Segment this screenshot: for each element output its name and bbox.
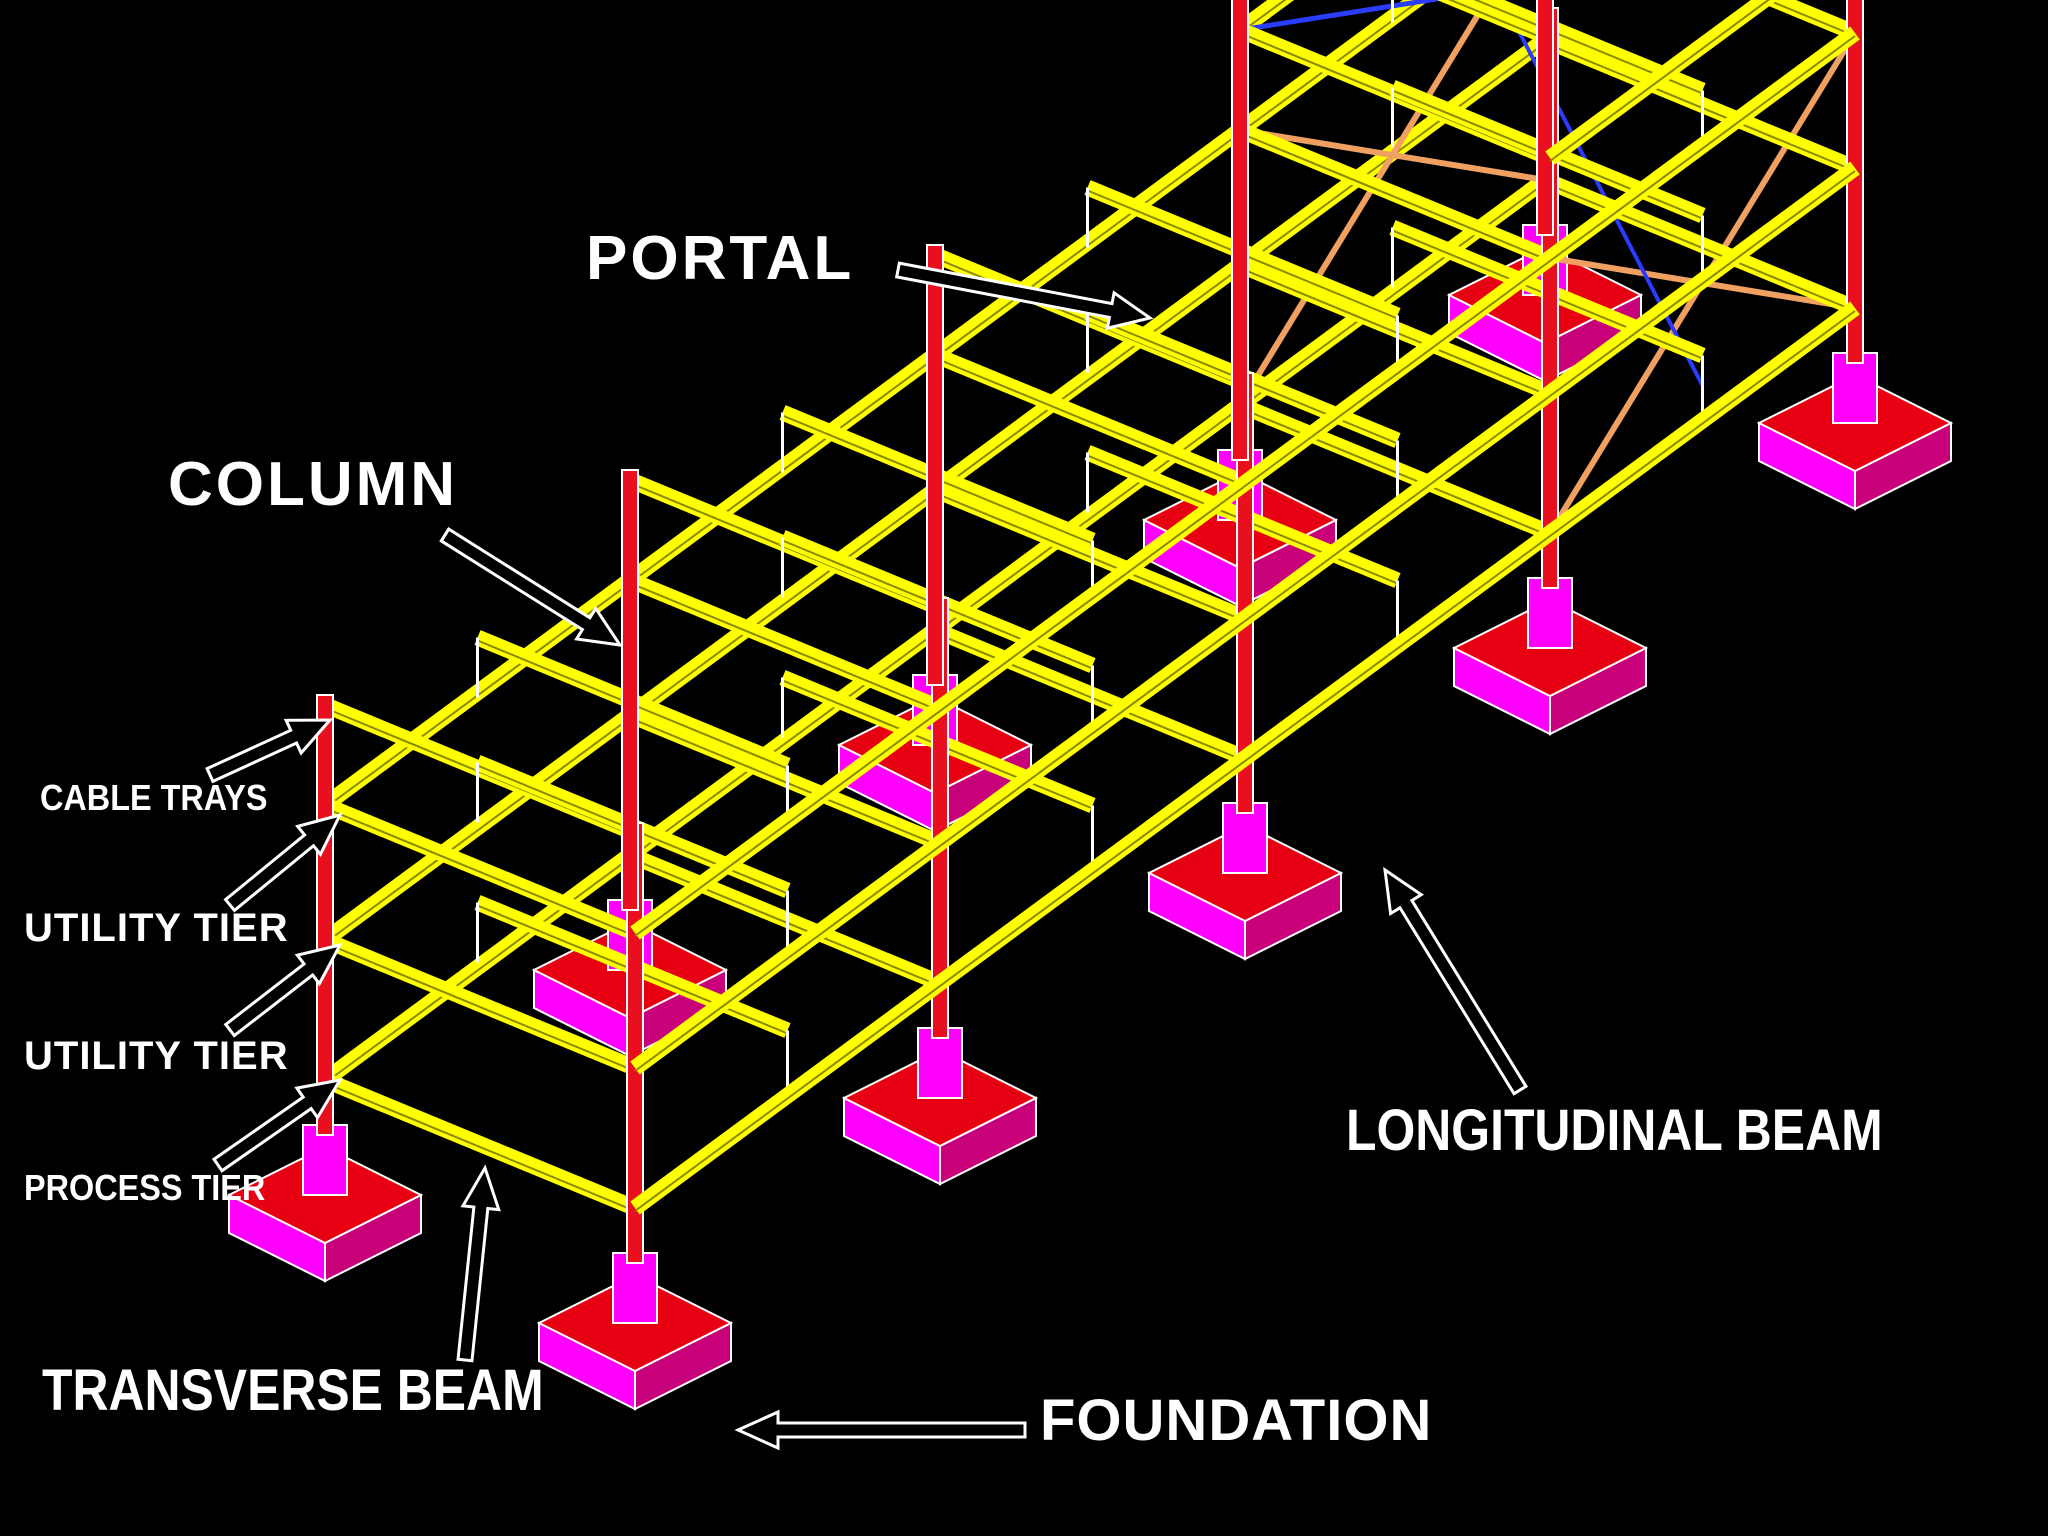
longitudinal-beam-label: LONGITUDINAL BEAM	[1346, 1098, 1883, 1163]
transverse-beam-edge	[1544, 182, 1856, 312]
foundation-pedestal	[917, 1027, 963, 1099]
transverse-beam	[931, 622, 1249, 766]
transverse-beam-edge	[629, 857, 941, 987]
transverse-beam	[1437, 0, 1554, 46]
transverse-beam-edge	[934, 357, 1246, 487]
transverse-beam	[931, 482, 1249, 626]
plan-bracing	[1239, 0, 1447, 33]
transverse-beam	[1236, 257, 1554, 401]
transverse-beam-edge	[1239, 267, 1551, 397]
column	[621, 469, 639, 911]
transverse-beam-edge	[324, 807, 636, 937]
transverse-beam-arrow	[456, 1164, 501, 1363]
transverse-beam	[626, 847, 944, 991]
transverse-beam	[626, 572, 944, 716]
longitudinal-beam-upper	[1545, 0, 1778, 165]
utility-tier-label-upper: UTILITY TIER	[24, 906, 289, 950]
transverse-beam-edge	[1544, 42, 1856, 172]
cable-trays-label: CABLE TRAYS	[40, 777, 268, 818]
transverse-beam-edge	[629, 717, 941, 847]
transverse-beam	[321, 1072, 639, 1216]
utility-tier-label-lower: UTILITY TIER	[24, 1034, 289, 1078]
process-tier-arrow	[211, 1077, 343, 1173]
longitudinal-beam	[630, 161, 1860, 1075]
column	[926, 244, 944, 686]
longitudinal-beam	[630, 26, 1860, 940]
column	[1231, 0, 1249, 461]
transverse-beam-edge	[324, 942, 636, 1072]
longitudinal-beam-edge	[634, 35, 1856, 937]
longitudinal-beam-arrow	[1383, 866, 1529, 1096]
transverse-beam-edge	[629, 582, 941, 712]
cable-trays-arrow	[205, 718, 334, 784]
column	[1536, 0, 1554, 236]
foundation-label: FOUNDATION	[1040, 1388, 1433, 1453]
foundation-pedestal	[302, 1124, 348, 1196]
transverse-beam-edge	[1765, 0, 1856, 37]
transverse-beam-edge	[1239, 132, 1551, 262]
transverse-beam-edge	[1239, 407, 1551, 537]
foundation-pedestal	[1222, 802, 1268, 874]
transverse-beam-edge	[324, 1082, 636, 1212]
portal-arrow	[894, 261, 1154, 331]
transverse-beam	[321, 797, 639, 941]
utility-tier-arrow-lower	[223, 942, 343, 1038]
transverse-beam	[1236, 397, 1554, 541]
transverse-beam-edge	[934, 632, 1246, 762]
portal-label: PORTAL	[586, 224, 855, 293]
longitudinal-beam	[630, 301, 1860, 1215]
column	[1846, 0, 1864, 364]
transverse-beam	[1754, 0, 1859, 41]
column-label: COLUMN	[168, 450, 459, 519]
transverse-beam-label: TRANSVERSE BEAM	[42, 1358, 544, 1423]
foundation-arrow	[734, 1409, 1027, 1451]
transverse-beam	[1236, 122, 1554, 266]
transverse-beam-edge	[934, 492, 1246, 622]
process-tier-label: PROCESS TIER	[24, 1167, 266, 1208]
transverse-beam	[1541, 32, 1859, 176]
longitudinal-beam-upper-edge	[1549, 0, 1770, 162]
utility-tier-arrow-upper	[223, 812, 343, 913]
transverse-beam	[931, 347, 1249, 491]
longitudinal-beam-edge	[634, 310, 1856, 1212]
vertical-bracing	[1239, 127, 1546, 183]
column	[316, 694, 334, 1136]
transverse-beam	[626, 707, 944, 851]
longitudinal-beam-edge	[634, 170, 1856, 1072]
transverse-beam	[1541, 172, 1859, 316]
transverse-beam	[321, 932, 639, 1076]
transverse-beam-edge	[1448, 0, 1551, 42]
column-arrow	[439, 527, 624, 647]
